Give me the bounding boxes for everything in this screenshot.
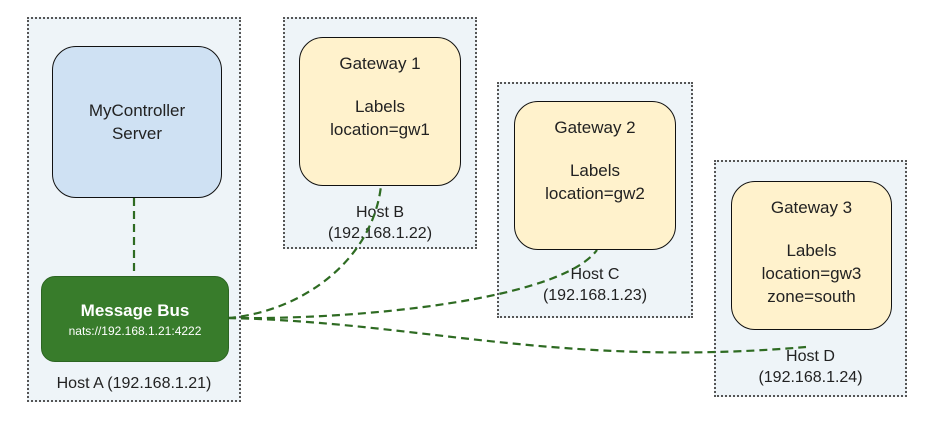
- gateway-2-node[interactable]: Gateway 2 Labels location=gw2: [514, 101, 676, 250]
- host-d-label: Host D (192.168.1.24): [716, 346, 905, 388]
- host-c-ip: (192.168.1.23): [542, 287, 648, 304]
- host-d-ip: (192.168.1.24): [758, 369, 863, 386]
- host-b-label: Host B (192.168.1.22): [285, 202, 475, 244]
- host-b-ip: (192.168.1.22): [327, 225, 433, 242]
- gateway-2-label-location: location=gw2: [545, 184, 645, 203]
- gateway-1-label-location: location=gw1: [330, 120, 430, 139]
- gateway-1-node[interactable]: Gateway 1 Labels location=gw1: [299, 37, 461, 186]
- link-bus-gateway1: [227, 185, 383, 320]
- server-name-line2: Server: [111, 124, 163, 143]
- message-bus-node[interactable]: Message Bus nats://192.168.1.21:4222: [41, 276, 229, 362]
- gateway-3-node[interactable]: Gateway 3 Labels location=gw3 zone=south: [731, 181, 892, 330]
- gateway-2-name: Gateway 2: [554, 118, 636, 137]
- message-bus-url: nats://192.168.1.21:4222: [68, 323, 202, 338]
- gateway-3-label-zone: zone=south: [767, 287, 856, 306]
- host-d-name: Host D: [786, 348, 835, 365]
- gateway-3-labels-heading: Labels: [786, 241, 837, 260]
- host-c-name: Host C: [570, 266, 620, 283]
- gateway-1-labels-heading: Labels: [354, 97, 406, 116]
- link-bus-gateway3: [227, 316, 807, 354]
- host-c-label: Host C (192.168.1.23): [499, 264, 691, 306]
- mycontroller-server-node[interactable]: MyController Server: [52, 46, 222, 198]
- host-a-label: Host A (192.168.1.21): [56, 375, 212, 392]
- gateway-1-name: Gateway 1: [339, 54, 421, 73]
- gateway-3-name: Gateway 3: [770, 198, 853, 217]
- gateway-3-label-location: location=gw3: [761, 264, 862, 283]
- gateway-2-labels-heading: Labels: [569, 161, 621, 180]
- link-bus-gateway2: [227, 249, 598, 320]
- host-b-name: Host B: [355, 204, 404, 221]
- server-name-line1: MyController: [88, 101, 186, 120]
- message-bus-title: Message Bus: [80, 300, 190, 320]
